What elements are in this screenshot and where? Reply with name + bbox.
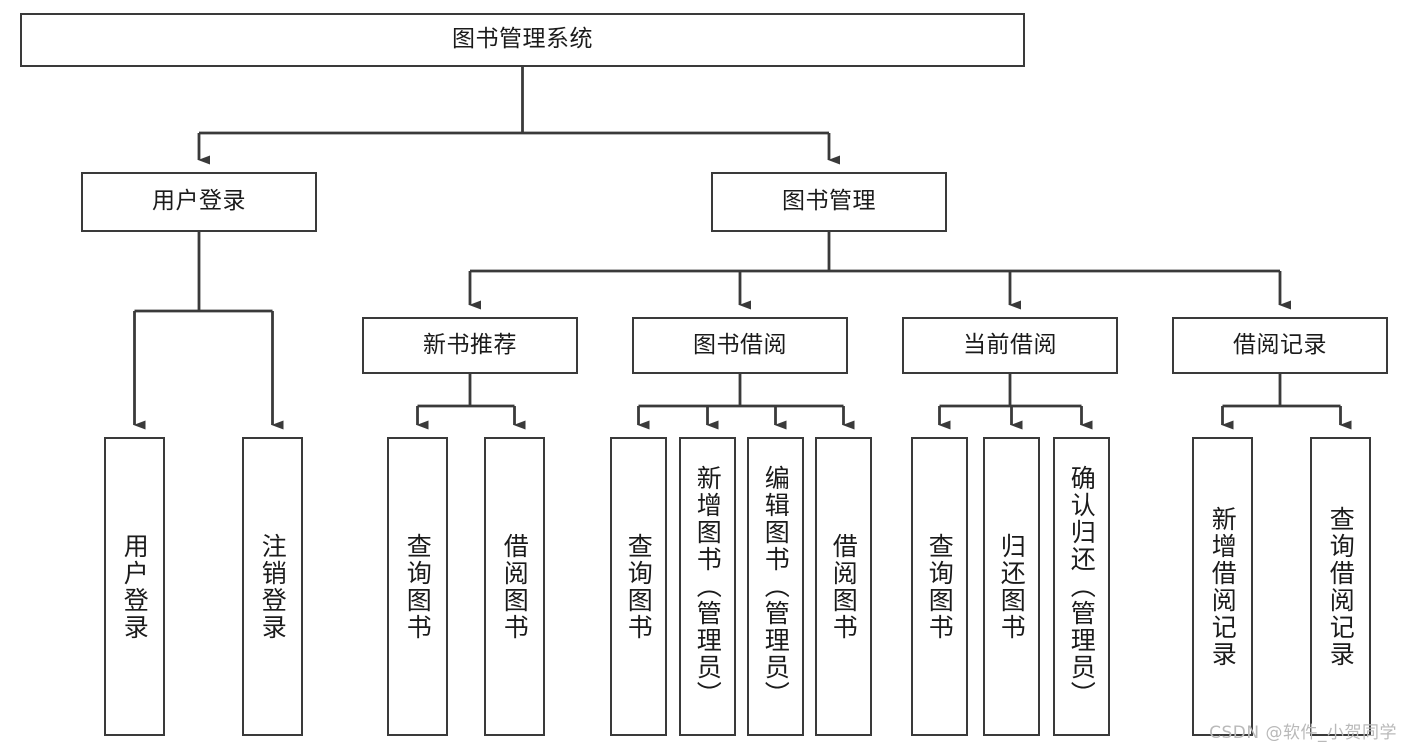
node-leaf-query-book-borrow: 查询图书 (610, 437, 667, 736)
node-leaf-confirm-return-admin: 确认归还（管理员） (1053, 437, 1110, 736)
node-label: 新增图书（管理员） (693, 465, 723, 708)
node-label: 新增借阅记录 (1208, 505, 1238, 668)
node-label: 归还图书 (997, 532, 1027, 641)
node-new-book-recommend: 新书推荐 (362, 317, 578, 374)
node-label: 借阅记录 (1233, 331, 1327, 358)
node-leaf-edit-book-admin: 编辑图书（管理员） (747, 437, 804, 736)
node-label: 确认归还（管理员） (1067, 465, 1097, 708)
node-label: 新书推荐 (423, 331, 517, 358)
node-book-management: 图书管理 (711, 172, 947, 232)
node-label: 查询图书 (403, 532, 433, 641)
csdn-watermark: CSDN @软件_小贺同学 (1209, 723, 1397, 743)
node-leaf-add-borrow-record: 新增借阅记录 (1192, 437, 1253, 736)
node-label: 查询借阅记录 (1326, 505, 1356, 668)
node-book-borrow: 图书借阅 (632, 317, 848, 374)
node-label: 查询图书 (624, 532, 654, 641)
node-label: 编辑图书（管理员） (761, 465, 791, 708)
node-label: 借阅图书 (829, 532, 859, 641)
node-label: 图书管理系统 (452, 26, 593, 53)
node-label: 用户登录 (120, 532, 150, 641)
node-user-login: 用户登录 (81, 172, 317, 232)
node-label: 当前借阅 (963, 331, 1057, 358)
node-label: 图书管理 (782, 188, 876, 215)
node-label: 注销登录 (258, 532, 288, 641)
node-leaf-query-book-current: 查询图书 (911, 437, 968, 736)
node-leaf-borrow-book: 借阅图书 (815, 437, 872, 736)
node-leaf-user-login: 用户登录 (104, 437, 165, 736)
node-leaf-query-book-recommend: 查询图书 (387, 437, 448, 736)
node-root-root: 图书管理系统 (20, 13, 1025, 67)
node-label: 借阅图书 (500, 532, 530, 641)
node-leaf-borrow-book-recommend: 借阅图书 (484, 437, 545, 736)
node-current-borrow: 当前借阅 (902, 317, 1118, 374)
node-leaf-logout: 注销登录 (242, 437, 303, 736)
node-leaf-query-borrow-record: 查询借阅记录 (1310, 437, 1371, 736)
node-label: 查询图书 (925, 532, 955, 641)
node-label: 用户登录 (152, 188, 246, 215)
node-label: 图书借阅 (693, 331, 787, 358)
node-leaf-add-book-admin: 新增图书（管理员） (679, 437, 736, 736)
node-leaf-return-book: 归还图书 (983, 437, 1040, 736)
node-borrow-record: 借阅记录 (1172, 317, 1388, 374)
